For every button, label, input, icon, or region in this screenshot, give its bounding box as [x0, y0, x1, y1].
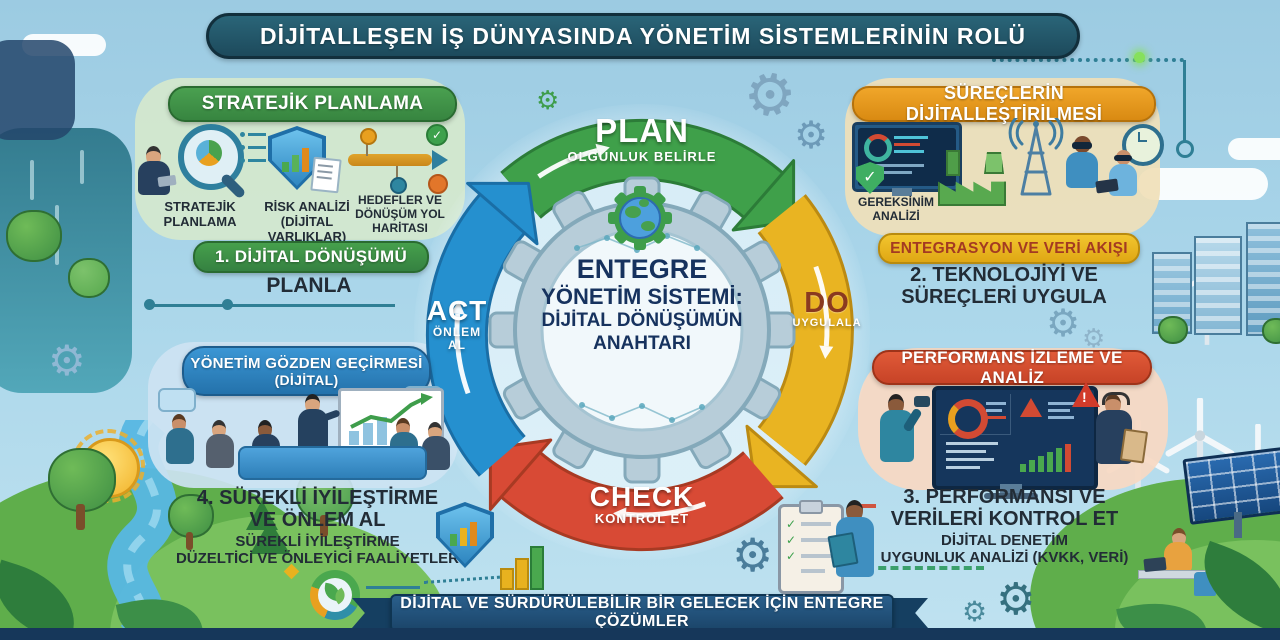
step4-sub2: DÜZELTİCİ VE ÖNLEYİCİ FAALİYETLER	[175, 550, 460, 567]
gear-icon: ⚙	[1082, 324, 1106, 354]
pine-tree	[250, 520, 290, 554]
speech-bubble-icon	[158, 388, 196, 412]
gear-icon: ⚙	[794, 113, 829, 157]
act-sublabel: ÖNLEM AL	[432, 325, 482, 352]
step4-sub1: SÜREKLİ İYİLEŞTİRME	[235, 533, 400, 550]
alert-triangle-icon: !	[1072, 382, 1100, 407]
document-icon	[310, 156, 342, 194]
connector-dot	[222, 299, 233, 310]
bottom-bar	[0, 628, 1280, 640]
connector-line	[150, 304, 395, 307]
checklist-lines-icon	[240, 130, 266, 170]
connector-line	[1183, 60, 1186, 142]
plan-sublabel: OLGUNLUK BELİRLE	[567, 149, 717, 164]
connector-dash-red	[852, 504, 876, 508]
pie-chart-icon	[196, 140, 222, 166]
cycle-center-line2: YÖNETİM SİSTEMİ:	[541, 284, 743, 309]
connector-line	[366, 586, 420, 589]
meeting-table	[238, 446, 427, 480]
gear-icon: ⚙	[48, 336, 86, 385]
tech-blob	[0, 40, 75, 140]
solar-panel-pole	[1234, 512, 1242, 538]
vr-team-icon	[1066, 124, 1164, 200]
step1-pill: 1. DİJİTAL DÖNÜŞÜMÜ	[193, 241, 429, 273]
step3-sub2: UYGUNLUK ANALİZİ (KVKK, VERİ)	[880, 549, 1129, 566]
act-label: ACT	[426, 295, 488, 326]
glow-dot	[1134, 52, 1145, 63]
gear-icon: ⚙	[996, 574, 1036, 625]
gear-icon: ⚙	[1046, 301, 1081, 345]
solar-panel-icon	[1182, 445, 1280, 525]
growth-chart	[349, 393, 433, 445]
step2-line1: 2. TEKNOLOJİYİ VE	[910, 264, 1098, 286]
connector-dashed-green	[866, 566, 984, 570]
plan-label: PLAN	[595, 112, 689, 149]
strategic-banner: STRATEJİK PLANLAMA	[168, 86, 457, 122]
step1-sublabel: PLANLA	[266, 274, 352, 297]
monitor-stand	[892, 188, 912, 196]
review-banner-line1: YÖNETİM GÖZDEN GEÇİRMESİ	[190, 354, 423, 372]
roadmap-icon: ✓	[344, 122, 452, 196]
do-label: DO	[804, 287, 850, 319]
digitization-banner: SÜREÇLERİN DİJİTALLEŞTİRİLMESİ	[852, 83, 1156, 124]
gear-icon: ⚙	[732, 528, 774, 582]
tree	[1262, 318, 1280, 344]
data-stream-line	[30, 160, 34, 200]
monitor-stand	[1000, 484, 1022, 494]
pdca-cycle-diagram	[425, 118, 854, 552]
integration-pill: ENTEGRASYON VE VERİ AKIŞI	[878, 233, 1140, 264]
step3-line1: 3. PERFORMANSI VE	[903, 486, 1106, 508]
gear-icon: ⚙	[536, 86, 560, 116]
step3-line2: VERİLERİ KONTROL ET	[890, 508, 1119, 530]
strategic-item-label: RİSK ANALİZİ (DİJİTAL VARLIKLAR)	[264, 199, 350, 244]
tree	[6, 210, 62, 262]
step3-sub1: DİJİTAL DENETİM	[941, 532, 1068, 549]
bar-chart-icon	[282, 146, 312, 172]
data-stream-strip	[0, 128, 132, 393]
growth-bars-icon	[500, 538, 546, 590]
connector-dot	[144, 299, 155, 310]
page-title: DİJİTALLEŞEN İŞ DÜNYASINDA YÖNETİM SİSTE…	[206, 13, 1080, 59]
tree	[1158, 316, 1188, 344]
review-banner-line2: (DİJİTAL)	[274, 371, 339, 388]
footer-ribbon: DİJİTAL VE SÜRDÜRÜLEBİLİR BİR GELECEK İÇ…	[390, 594, 894, 632]
data-stream-line	[80, 150, 84, 184]
factory-icon	[938, 150, 1006, 206]
gear-icon: ⚙	[962, 595, 988, 628]
strategic-item-label: STRATEJİK PLANLAMA	[163, 199, 237, 229]
cycle-center-line1: ENTEGRE	[576, 254, 708, 284]
step4-line1: 4. SÜREKLİ İYİLEŞTİRME	[196, 487, 439, 509]
check-sublabel: KONTROL ET	[594, 511, 690, 526]
step4-line2: VE ÖNLEM AL	[249, 509, 386, 531]
monitor-base	[984, 493, 1038, 499]
review-banner: YÖNETİM GÖZDEN GEÇİRMESİ (DİJİTAL)	[182, 346, 431, 396]
building	[1194, 236, 1242, 335]
connector-ring	[1176, 140, 1194, 158]
do-sublabel: UYGULALA	[792, 317, 862, 329]
strategic-item-label: HEDEFLER VE DÖNÜŞÜM YOL HARİTASI	[355, 193, 445, 235]
step2-line2: SÜREÇLERİ UYGULA	[901, 286, 1107, 308]
cycle-center-line3: DİJİTAL DÖNÜŞÜMÜN	[541, 310, 743, 331]
connector-dotted	[992, 58, 1184, 62]
cloud	[1228, 138, 1280, 160]
requirements-analysis-label: GEREKSİNİM ANALİZİ	[857, 195, 934, 223]
telecom-tower-icon	[1008, 118, 1064, 196]
tree	[68, 258, 110, 298]
dashboard-monitor-icon	[852, 122, 962, 192]
performance-banner: PERFORMANS İZLEME VE ANALİZ	[872, 348, 1152, 387]
cycle-center-line4: ANAHTARI	[593, 333, 691, 354]
check-label: CHECK	[589, 481, 695, 512]
